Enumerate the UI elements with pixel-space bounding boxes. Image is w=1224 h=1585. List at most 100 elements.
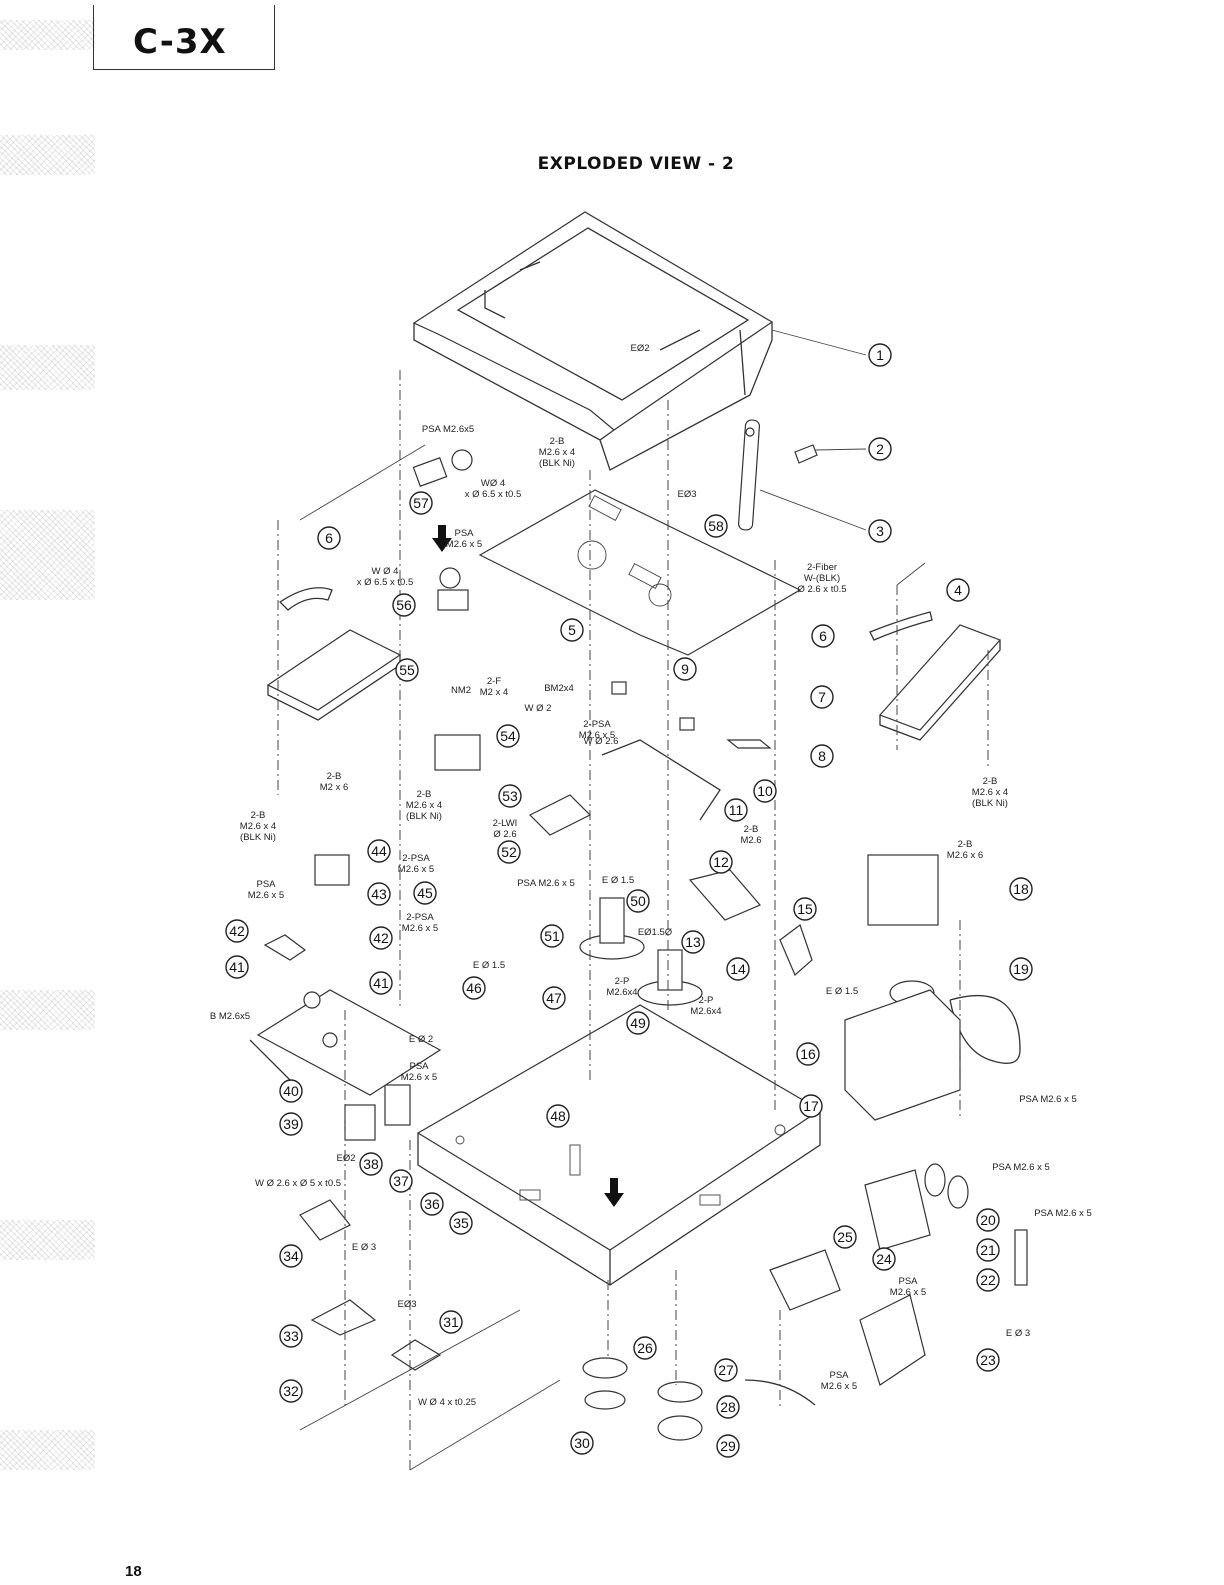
part-callout: 9: [673, 657, 697, 681]
spec-note: E Ø 1.5: [473, 960, 505, 971]
spec-note-line: W Ø 2.6: [584, 736, 619, 747]
callout-number: 29: [720, 1438, 736, 1454]
part-callout: 45: [413, 881, 437, 905]
callout-circle: [1009, 877, 1033, 901]
spec-note-line: E Ø 1.5: [826, 986, 858, 997]
callout-circle: [976, 1268, 1000, 1292]
spec-note-line: PSA M2.6x5: [422, 424, 474, 435]
spec-note: EØ3: [677, 489, 696, 500]
spec-note-line: (BLK Ni): [539, 458, 575, 469]
callout-number: 43: [371, 886, 387, 902]
callout-number: 42: [229, 923, 245, 939]
part-callout: 18: [1009, 877, 1033, 901]
callout-number: 58: [708, 518, 724, 534]
callout-circle: [279, 1379, 303, 1403]
spec-note-line: EØ2: [336, 1153, 355, 1164]
callout-circle: [420, 1192, 444, 1216]
spec-note-line: PSA: [409, 1061, 429, 1072]
part-callout: 5: [560, 618, 584, 642]
spec-note: PSA M2.6 x 5: [517, 878, 575, 889]
spec-note-line: PSA: [829, 1370, 849, 1381]
callout-circle: [673, 657, 697, 681]
callout-number: 23: [980, 1352, 996, 1368]
spec-note-line: 2-PSA: [583, 719, 611, 730]
page-title: EXPLODED VIEW - 2: [537, 154, 735, 174]
callout-circle: [716, 1395, 740, 1419]
small-brackets: [263, 449, 813, 1141]
spec-note-line: (BLK Ni): [406, 811, 442, 822]
part-callout: 14: [726, 957, 750, 981]
spec-note-line: 2-PSA: [406, 912, 434, 923]
callout-circle: [413, 881, 437, 905]
part-callout: 40: [279, 1079, 303, 1103]
part-callout: 19: [1009, 957, 1033, 981]
callout-number: 39: [283, 1116, 299, 1132]
callout-circle: [726, 957, 750, 981]
scan-noise: [0, 135, 95, 175]
callout-circle: [225, 955, 249, 979]
callout-number: 45: [417, 885, 433, 901]
spec-note-line: EØ1.5Ø: [638, 927, 673, 938]
spec-note-line: M2 x 4: [480, 687, 509, 698]
spec-note-line: 2-F: [487, 676, 501, 687]
callout-number: 30: [574, 1435, 590, 1451]
spec-note-line: M2.6 x 4: [240, 821, 276, 832]
part-callout: 26: [633, 1336, 657, 1360]
spec-note: BM2x4: [544, 683, 574, 694]
part-callout: 17: [799, 1094, 823, 1118]
callout-circle: [796, 1042, 820, 1066]
callout-circle: [279, 1324, 303, 1348]
spec-note-line: x Ø 6.5 x t0.5: [465, 489, 522, 500]
callout-circle: [681, 930, 705, 954]
callout-number: 7: [818, 689, 826, 705]
model-frame: [93, 5, 275, 70]
part-callout: 53: [498, 784, 522, 808]
callout-number: 53: [502, 788, 518, 804]
spec-note-line: Ø 2.6 x t0.5: [797, 584, 846, 595]
callout-number: 37: [393, 1173, 409, 1189]
callout-number: 24: [876, 1251, 892, 1267]
callout-circle: [724, 798, 748, 822]
callout-circle: [369, 971, 393, 995]
part-callout: 3: [868, 519, 892, 543]
part-callout: 56: [392, 593, 416, 617]
spec-note: W Ø 2.6: [584, 736, 619, 747]
part-callout: 54: [496, 724, 520, 748]
spec-note-line: E Ø 2: [409, 1034, 433, 1045]
scan-noise: [0, 1220, 95, 1260]
spec-note-line: PSA M2.6 x 5: [992, 1162, 1050, 1173]
callout-number: 51: [544, 928, 560, 944]
part-callout: 23: [976, 1348, 1000, 1372]
spec-note: W Ø 2: [525, 703, 552, 714]
spec-note-line: 2-PSA: [402, 853, 430, 864]
callout-circle: [714, 1358, 738, 1382]
callout-circle: [367, 839, 391, 863]
spec-note: W Ø 4 x t0.25: [418, 1397, 476, 1408]
spec-note-line: EØ3: [677, 489, 696, 500]
callout-number: 46: [466, 980, 482, 996]
part-callout: 34: [279, 1244, 303, 1268]
callout-circle: [810, 744, 834, 768]
callout-number: 41: [229, 959, 245, 975]
spec-note: NM2: [451, 685, 471, 696]
callout-circle: [810, 685, 834, 709]
spec-note-line: 2-B: [983, 776, 998, 787]
spec-note-line: M2 x 6: [320, 782, 349, 793]
part-callout: 39: [279, 1112, 303, 1136]
callout-number: 54: [500, 728, 516, 744]
spec-note-line: EØ2: [630, 343, 649, 354]
part-callout: 22: [976, 1268, 1000, 1292]
callout-number: 10: [757, 783, 773, 799]
spec-note-line: M2.6 x 5: [402, 923, 438, 934]
callout-circle: [409, 491, 433, 515]
part-callout: 32: [279, 1379, 303, 1403]
main-plate: [478, 489, 802, 656]
